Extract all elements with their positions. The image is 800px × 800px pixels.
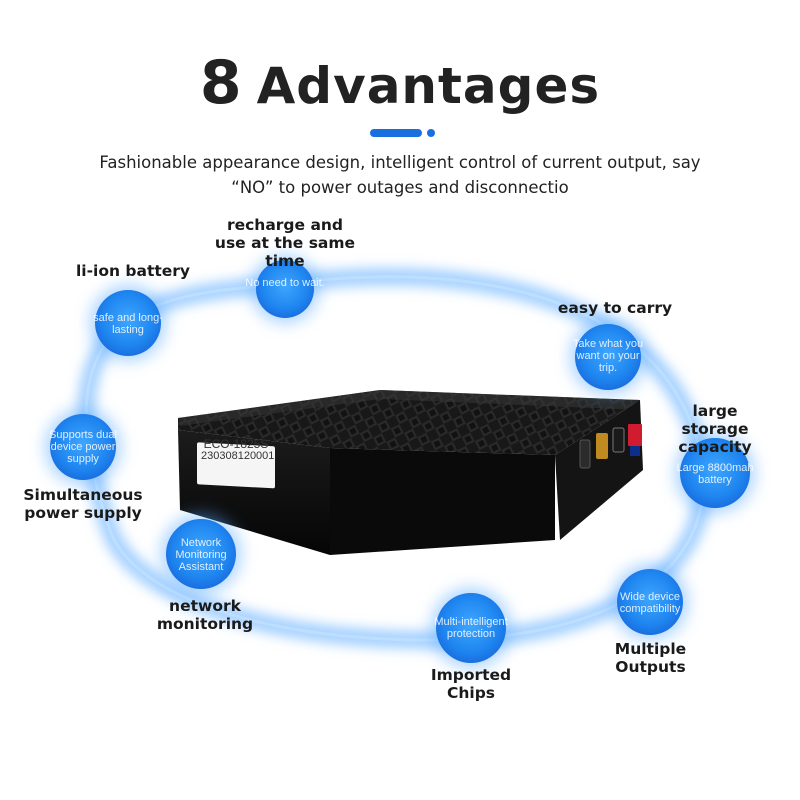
port-power-red bbox=[628, 424, 642, 446]
bubble-text-liion: safe and long-lasting bbox=[93, 312, 163, 336]
bubble-text-carry: Take what you want on your trip. bbox=[572, 338, 644, 374]
port-dc-3 bbox=[612, 427, 625, 453]
label-storage: large storage capacity bbox=[678, 402, 752, 456]
subtitle-line-1: Fashionable appearance design, intellige… bbox=[99, 153, 701, 172]
bubble-text-recharge: No need to wait. bbox=[245, 277, 325, 289]
device-serial-label: 230308120001 bbox=[201, 450, 275, 462]
bubble-recharge bbox=[256, 260, 314, 318]
label-carry: easy to carry bbox=[557, 299, 673, 317]
subtitle-line-2: “NO” to power outages and disconnectio bbox=[231, 178, 569, 197]
bubble-network bbox=[166, 519, 236, 589]
bubbles bbox=[45, 255, 755, 668]
port-dc-2 bbox=[596, 433, 608, 459]
label-recharge: recharge and use at the same time bbox=[214, 216, 356, 270]
bubble-liion bbox=[95, 290, 161, 356]
bubble-storage bbox=[680, 438, 750, 508]
bubble-text-chips: Multi-intelligent protection bbox=[434, 616, 508, 640]
label-chips: Imported Chips bbox=[430, 666, 512, 702]
port-dc-1 bbox=[579, 439, 591, 469]
bubble-outputs bbox=[617, 569, 683, 635]
bubble-text-network: Network Monitoring Assistant bbox=[175, 537, 227, 573]
title-word: Advantages bbox=[256, 57, 601, 115]
bubble-text-simultaneous: Supports dual device power supply bbox=[49, 429, 117, 465]
subtitle: Fashionable appearance design, intellige… bbox=[40, 150, 760, 200]
device-label-sticker bbox=[197, 442, 275, 489]
device-model-label: ECO-1825S bbox=[203, 437, 269, 451]
label-simultaneous: Simultaneous power supply bbox=[23, 486, 143, 522]
label-liion: li-ion battery bbox=[75, 262, 191, 280]
bubble-text-outputs: Wide device compatibility bbox=[619, 591, 681, 615]
title-underline-dot bbox=[427, 129, 435, 137]
power-bank-device bbox=[178, 390, 643, 555]
label-outputs: Multiple Outputs bbox=[614, 640, 687, 676]
bubble-carry bbox=[575, 324, 641, 390]
device-sticker-text: ECO-1825S 230308120001 bbox=[201, 437, 275, 462]
title-number: 8 bbox=[199, 48, 243, 118]
title-underline-bar bbox=[370, 129, 422, 137]
bubble-simultaneous bbox=[50, 414, 116, 480]
bubble-chips bbox=[436, 593, 506, 663]
label-network: network monitoring bbox=[156, 597, 254, 633]
bubble-text-storage: Large 8800mah battery bbox=[676, 462, 754, 486]
